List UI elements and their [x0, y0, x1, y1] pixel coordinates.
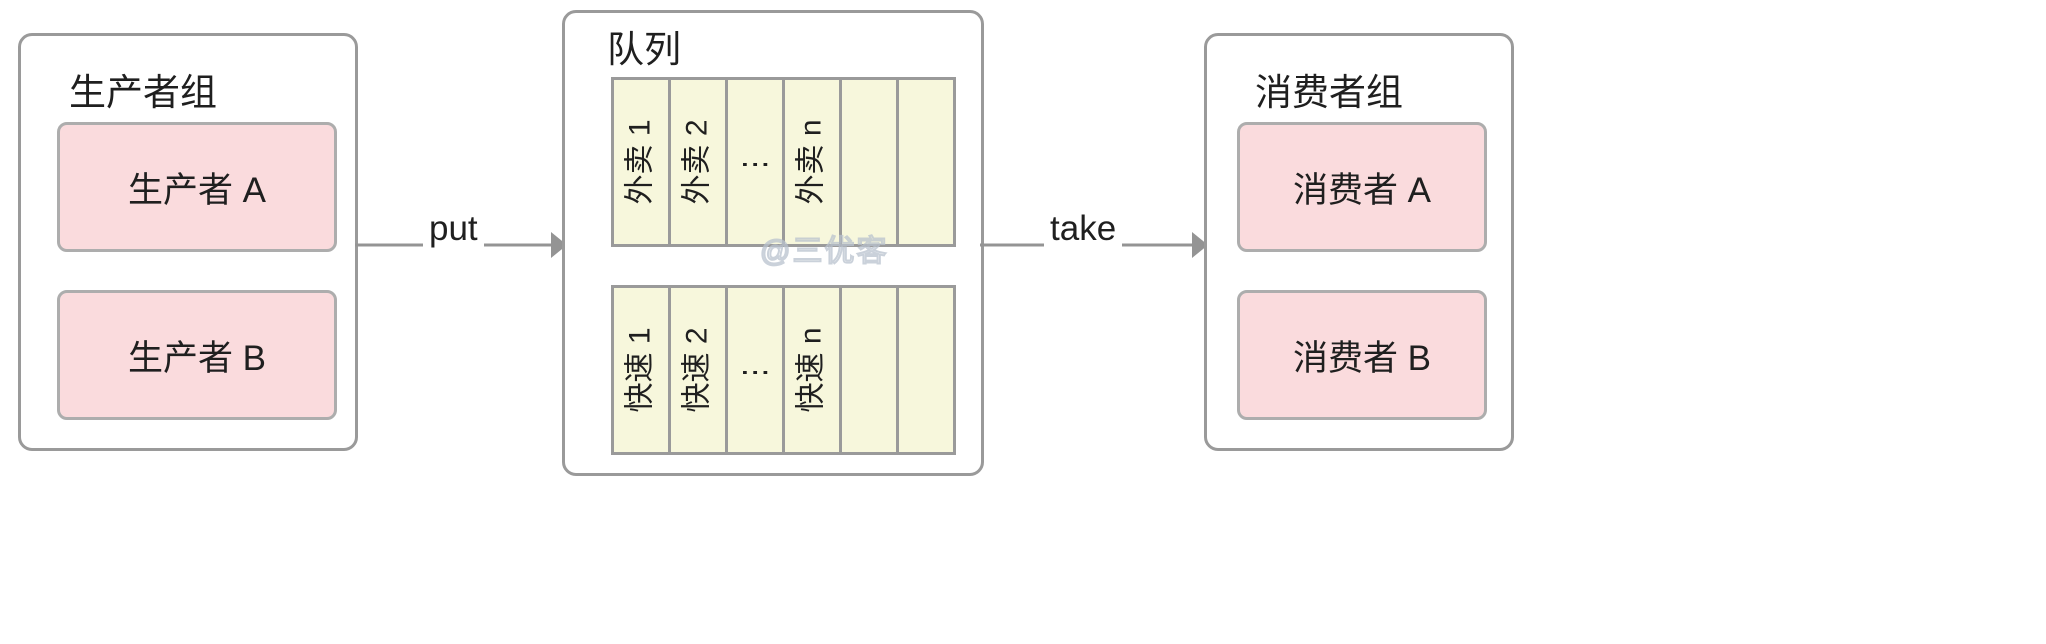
queue-group-box: 队列 外卖 1 外卖 2 ⋮ 外卖 n 快速 1	[562, 10, 984, 476]
queue-cell-ellipsis: ⋮	[728, 80, 785, 244]
put-arrow-label: put	[423, 209, 484, 249]
queue-cell[interactable]: 外卖 1	[614, 80, 671, 244]
queue-cell[interactable]: 外卖 2	[671, 80, 728, 244]
queue-cell[interactable]: 快速 n	[785, 288, 842, 452]
consumer-group-title: 消费者组	[1255, 72, 1403, 113]
consumer-a-label: 消费者 A	[1292, 170, 1432, 210]
producer-b-label: 生产者 B	[127, 338, 267, 378]
producer-a-box[interactable]: 生产者 A	[57, 122, 337, 252]
queue-cell-empty[interactable]	[899, 288, 953, 452]
queue-group-title: 队列	[607, 29, 681, 70]
queue-row-express: 快速 1 快速 2 ⋮ 快速 n	[611, 285, 956, 455]
queue-row-takeout: 外卖 1 外卖 2 ⋮ 外卖 n	[611, 77, 956, 247]
queue-cell-label: 外卖 2	[681, 119, 714, 205]
queue-cell-empty[interactable]	[842, 80, 899, 244]
queue-ellipsis-label: ⋮	[738, 145, 772, 179]
queue-cell-label: 快速 n	[795, 327, 828, 413]
consumer-b-label: 消费者 B	[1292, 338, 1432, 378]
producer-group-title: 生产者组	[69, 72, 217, 113]
queue-cell-empty[interactable]	[842, 288, 899, 452]
queue-cell[interactable]: 快速 2	[671, 288, 728, 452]
queue-cell-empty[interactable]	[899, 80, 953, 244]
producer-b-box[interactable]: 生产者 B	[57, 290, 337, 420]
consumer-b-box[interactable]: 消费者 B	[1237, 290, 1487, 420]
queue-cell-ellipsis: ⋮	[728, 288, 785, 452]
queue-cell[interactable]: 快速 1	[614, 288, 671, 452]
put-arrow: put	[355, 209, 567, 275]
take-arrow-label: take	[1044, 209, 1123, 249]
producer-group-box: 生产者组 生产者 A 生产者 B	[18, 33, 358, 451]
queue-cell-label: 快速 1	[624, 327, 657, 413]
take-arrow: take	[980, 209, 1208, 275]
producer-a-label: 生产者 A	[127, 170, 267, 210]
queue-ellipsis-label: ⋮	[738, 353, 772, 387]
queue-cell[interactable]: 外卖 n	[785, 80, 842, 244]
queue-cell-label: 外卖 n	[795, 119, 828, 205]
queue-cell-label: 外卖 1	[624, 119, 657, 205]
queue-cell-label: 快速 2	[681, 327, 714, 413]
consumer-a-box[interactable]: 消费者 A	[1237, 122, 1487, 252]
consumer-group-box: 消费者组 消费者 A 消费者 B	[1204, 33, 1514, 451]
